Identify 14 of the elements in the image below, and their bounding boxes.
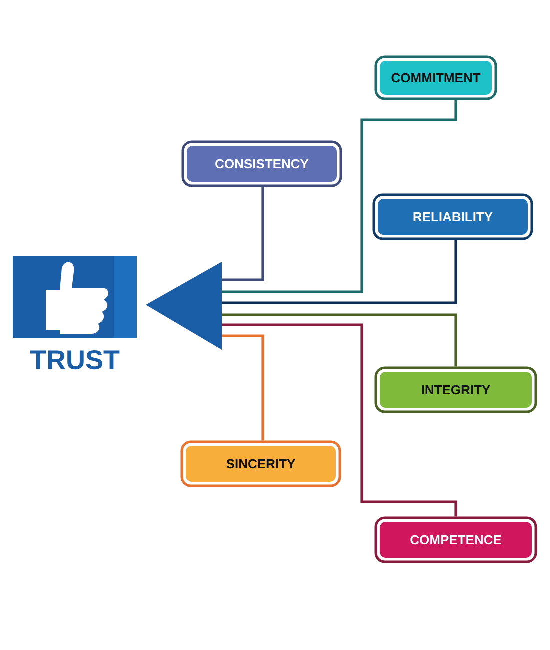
connector-line bbox=[222, 324, 458, 517]
label-box: INTEGRITY bbox=[374, 366, 538, 414]
label-box: CONSISTENCY bbox=[182, 140, 342, 188]
connector-line bbox=[222, 314, 458, 367]
label-box: COMMITMENT bbox=[374, 56, 498, 100]
label-box: SINCERITY bbox=[180, 440, 342, 488]
connector-line bbox=[222, 100, 458, 294]
connector-line bbox=[222, 334, 264, 441]
label-box: RELIABILITY bbox=[372, 194, 534, 240]
connector-line bbox=[222, 187, 264, 282]
triangle-arrowhead bbox=[146, 262, 222, 350]
title: TRUST bbox=[30, 350, 120, 370]
label-box: COMPETENCE bbox=[374, 516, 538, 564]
connector-line bbox=[222, 240, 458, 304]
